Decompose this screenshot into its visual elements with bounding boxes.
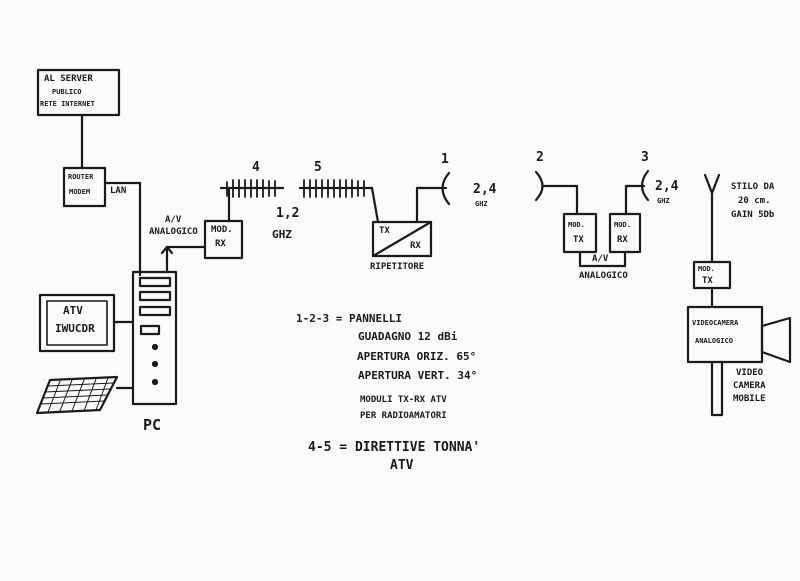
videocamera-body — [686, 305, 764, 364]
antenna-5-feed — [370, 186, 380, 224]
antenna-1-label: 1 — [441, 152, 449, 167]
mod-tx-right-label-2: TX — [702, 276, 713, 286]
router-label-1: ROUTER — [68, 173, 94, 181]
notes-guadagno: GUADAGNO 12 dBi — [358, 330, 458, 343]
pc-tower — [131, 270, 178, 406]
pc-drive-1 — [138, 276, 172, 288]
pc-label: PC — [143, 416, 162, 434]
videocamera-handle — [710, 360, 724, 417]
keyboard — [35, 375, 119, 415]
freq-24b-unit: GHZ — [657, 197, 670, 205]
mod-rx-mid-label-2: RX — [617, 235, 628, 245]
server-label-1: AL SERVER — [44, 74, 93, 84]
whip-arm-left — [703, 173, 714, 195]
analogico-left-label: ANALOGICO — [149, 227, 198, 237]
mod-rx-left-box — [203, 219, 244, 260]
keyboard-keys — [40, 377, 114, 413]
lan-label: LAN — [110, 186, 127, 196]
pc-drive-3 — [138, 305, 172, 317]
antenna-4-label: 4 — [252, 160, 260, 175]
monitor-label-2: IWUCDR — [55, 322, 95, 335]
freq-12-value: 1,2 — [276, 206, 300, 221]
av-left-label: A/V — [165, 215, 182, 225]
freq-24a-value: 2,4 — [473, 182, 497, 197]
antenna-5-label: 5 — [314, 160, 322, 175]
repeater-label: RIPETITORE — [370, 262, 425, 272]
videocamera-label-2: ANALOGICO — [695, 337, 733, 345]
server-label-3: RETE INTERNET — [40, 100, 95, 108]
pc-drive-2 — [138, 290, 172, 302]
notes-pannelli: 1-2-3 = PANNELLI — [296, 312, 402, 325]
stilo-label-1: STILO DA — [731, 182, 775, 192]
freq-24b-value: 2,4 — [655, 179, 679, 194]
antenna-2-panel — [534, 170, 544, 202]
whip-arm-right — [710, 173, 721, 195]
repeater-box — [371, 220, 433, 258]
server-label-2: PUBLICO — [52, 88, 82, 96]
notes-apertura-vert: APERTURA VERT. 34° — [358, 369, 478, 382]
antenna-4-elements — [226, 179, 276, 198]
monitor-label-1: ATV — [63, 304, 83, 317]
router-box — [62, 166, 107, 208]
notes-apertura-oriz: APERTURA ORIZ. 65° — [357, 350, 477, 363]
antenna-3-panel — [640, 169, 650, 202]
repeater-divider — [371, 220, 433, 258]
notes-direttive-1: 4-5 = DIRETTIVE TONNA' — [308, 440, 481, 455]
repeater-rx-label: RX — [410, 241, 421, 251]
videocamera-label-1: VIDEOCAMERA — [692, 319, 739, 327]
pc-led-1 — [151, 343, 159, 351]
stilo-label-2: 20 cm. — [738, 196, 771, 206]
mod-rx-mid-label-1: MOD. — [614, 221, 631, 229]
av-mid-label: A/V — [592, 254, 609, 264]
antenna-3-label: 3 — [641, 150, 649, 165]
video-mobile-label-3: MOBILE — [733, 394, 766, 404]
notes-direttive-2: ATV — [390, 458, 414, 473]
router-label-2: MODEM — [69, 188, 91, 196]
server-box — [36, 68, 121, 117]
notes-moduli-2: PER RADIOAMATORI — [360, 411, 447, 421]
mod-tx-mid-label-1: MOD. — [568, 221, 585, 229]
freq-12-unit: GHZ — [272, 228, 292, 241]
mod-tx-right-label-1: MOD. — [698, 265, 715, 273]
repeater-tx-label: TX — [379, 226, 390, 236]
antenna-2-label: 2 — [536, 150, 544, 165]
mod-rx-left-label-2: RX — [215, 239, 226, 249]
mod-tx-mid-label-2: TX — [573, 235, 584, 245]
antenna-5-elements — [303, 179, 365, 198]
mod-rx-mid-box — [608, 212, 642, 254]
pc-led-3 — [151, 378, 159, 386]
antenna-1-panel — [441, 171, 451, 206]
video-mobile-label-2: CAMERA — [733, 381, 766, 391]
videocamera-lens — [760, 316, 792, 364]
analogico-mid-label: ANALOGICO — [579, 271, 628, 281]
stilo-label-3: GAIN 5Db — [731, 210, 775, 220]
notes-moduli-1: MODULI TX-RX ATV — [360, 395, 447, 405]
mod-tx-mid-box — [562, 212, 598, 254]
pc-led-2 — [151, 360, 159, 368]
mod-rx-left-label-1: MOD. — [211, 225, 233, 235]
pc-drive-4 — [139, 324, 161, 336]
video-mobile-label-1: VIDEO — [736, 368, 764, 378]
monitor-screen — [46, 300, 108, 346]
freq-24a-unit: GHZ — [475, 200, 488, 208]
